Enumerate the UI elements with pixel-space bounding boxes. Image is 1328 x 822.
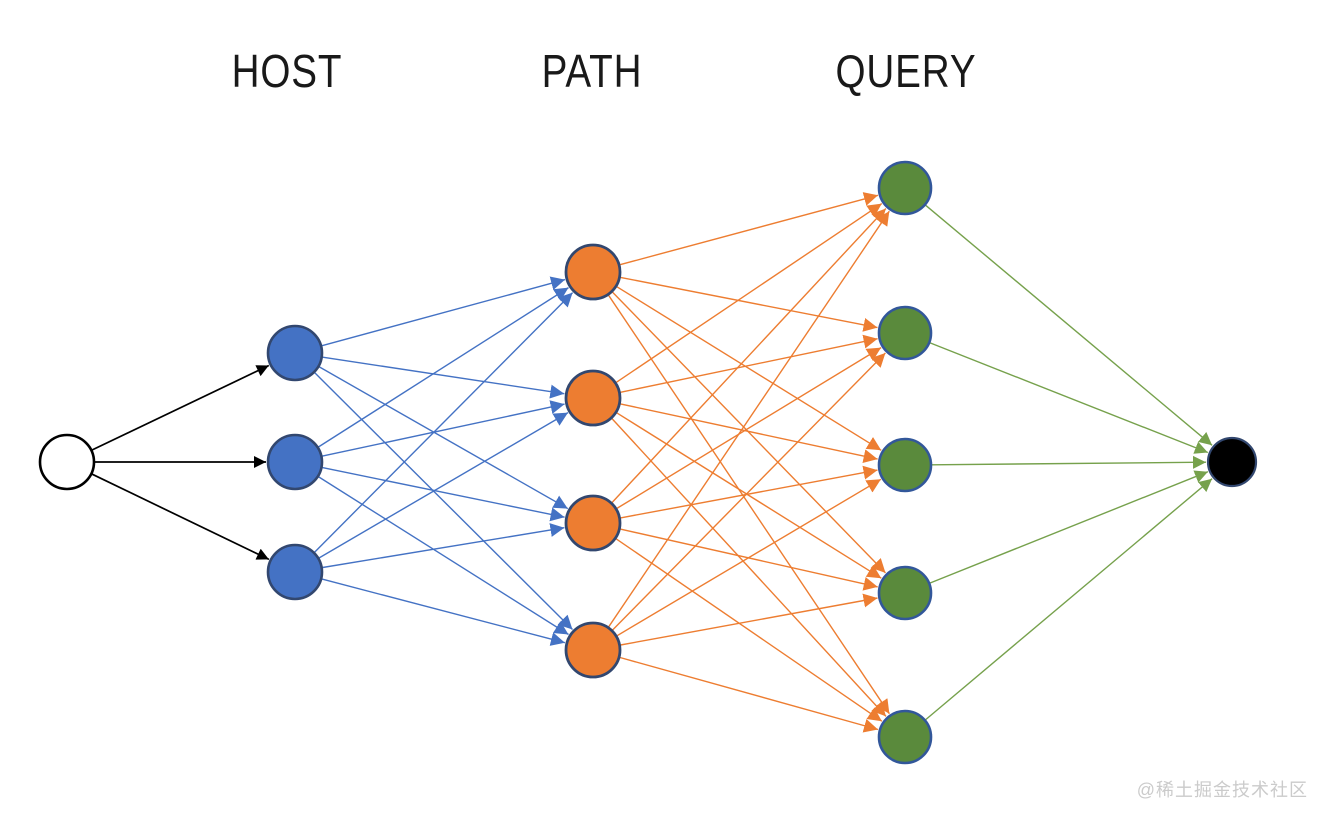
- input-node: [38, 433, 96, 491]
- edge-path3-query2: [616, 347, 882, 509]
- edge-host3-path3: [322, 523, 565, 569]
- edge-path3-query1: [611, 208, 887, 503]
- edge-host2-path4: [318, 476, 569, 636]
- host-node-3: [266, 543, 324, 601]
- layer-label-path: PATH: [532, 44, 652, 98]
- edge-path1-query5: [608, 294, 890, 715]
- edge-query4-output1: [929, 470, 1209, 584]
- edge-input1-host1: [91, 364, 270, 451]
- query-node-2: [877, 305, 933, 361]
- host-node-1: [266, 324, 324, 382]
- edge-input1-host3: [91, 473, 270, 561]
- query-node-1: [877, 160, 933, 216]
- layer-label-host-text: HOST: [231, 45, 343, 97]
- edge-path3-query5: [615, 538, 883, 722]
- layer-label-query: QUERY: [822, 44, 990, 98]
- edge-path3-query3: [620, 465, 878, 519]
- edge-path4-query1: [608, 210, 890, 628]
- edge-path1-query4: [611, 291, 887, 574]
- output-node: [1206, 436, 1258, 488]
- edge-host2-path2: [322, 400, 565, 457]
- edge-host1-path1: [321, 276, 566, 347]
- edge-path1-query1: [619, 192, 879, 266]
- layer-label-query-text: QUERY: [835, 45, 977, 97]
- edge-path4-query5: [619, 656, 879, 733]
- edge-path2-query1: [615, 203, 883, 383]
- edge-query5-output1: [925, 478, 1213, 721]
- edge-path4-query2: [612, 352, 886, 631]
- edge-query3-output1: [931, 455, 1207, 469]
- query-node-3: [877, 437, 933, 493]
- layer-label-path-text: PATH: [541, 45, 643, 97]
- edge-host3-path1: [314, 292, 574, 553]
- edge-path2-query3: [620, 403, 878, 464]
- edge-host3-path2: [318, 411, 569, 559]
- edge-path1-query2: [620, 276, 878, 332]
- edge-query2-output1: [929, 342, 1209, 454]
- query-node-5: [877, 709, 933, 765]
- edge-path2-query2: [620, 334, 878, 393]
- query-node-4: [877, 565, 933, 621]
- edge-host3-path4: [321, 578, 566, 646]
- path-node-1: [564, 243, 622, 301]
- edge-host1-path3: [318, 366, 569, 510]
- edge-host2-path1: [318, 287, 569, 448]
- path-node-3: [564, 494, 622, 552]
- edge-host2-path3: [322, 466, 565, 522]
- edge-host1-path2: [322, 356, 565, 399]
- edge-path4-query3: [616, 478, 882, 637]
- edge-host1-path4: [314, 372, 573, 630]
- edge-path4-query4: [620, 593, 878, 646]
- path-node-2: [564, 369, 622, 427]
- path-node-4: [564, 621, 622, 679]
- layer-label-host: HOST: [221, 44, 353, 98]
- edge-path2-query5: [611, 418, 887, 717]
- host-node-2: [266, 433, 324, 491]
- edge-path1-query3: [616, 286, 882, 451]
- edge-query1-output1: [925, 204, 1213, 446]
- watermark: @稀土掘金技术社区: [1136, 780, 1308, 800]
- edge-path2-query4: [616, 412, 882, 579]
